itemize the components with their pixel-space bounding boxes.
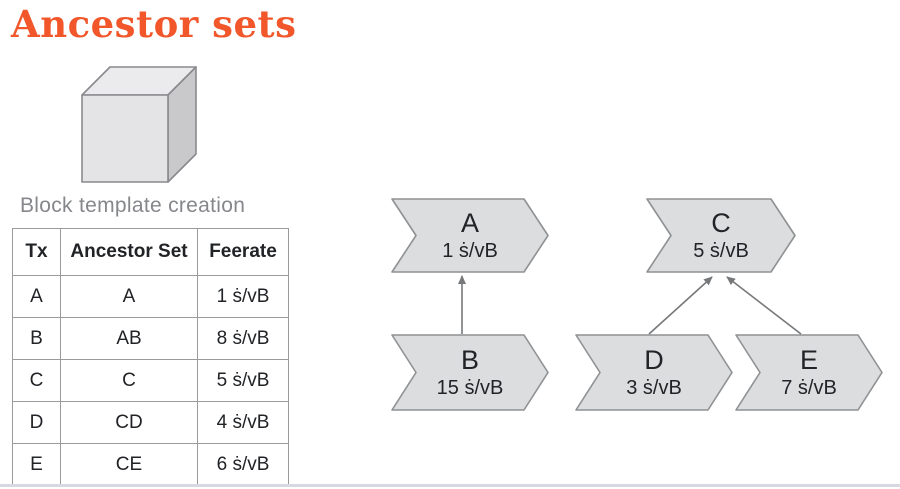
table-cell: CD <box>60 401 198 444</box>
table-row: C C 5 ṡ/vB <box>12 359 289 402</box>
ancestor-table: Tx Ancestor Set Feerate A A 1 ṡ/vB B AB … <box>12 228 289 486</box>
table-cell: AB <box>60 317 198 360</box>
tx-node-a-shape <box>391 198 549 273</box>
table-header-cell: Ancestor Set <box>60 228 198 276</box>
table-cell: C <box>12 359 61 402</box>
table-header-cell: Feerate <box>197 228 289 276</box>
table-cell: 5 ṡ/vB <box>197 359 289 402</box>
table-cell: E <box>12 443 61 486</box>
table-header-cell: Tx <box>12 228 61 276</box>
cube-front-face <box>81 94 169 183</box>
table-header-row: Tx Ancestor Set Feerate <box>12 228 289 276</box>
table-cell: C <box>60 359 198 402</box>
slide-title: Ancestor sets <box>11 2 297 46</box>
table-row: E CE 6 ṡ/vB <box>12 443 289 486</box>
table-row: A A 1 ṡ/vB <box>12 275 289 318</box>
table-row: B AB 8 ṡ/vB <box>12 317 289 360</box>
tx-node-c-shape <box>646 198 796 273</box>
table-cell: CE <box>60 443 198 486</box>
block-cube-icon <box>81 66 197 183</box>
table-cell: 1 ṡ/vB <box>197 275 289 318</box>
edge-e-to-c <box>726 276 802 335</box>
table-cell: 8 ṡ/vB <box>197 317 289 360</box>
table-cell: 6 ṡ/vB <box>197 443 289 486</box>
table-cell: 4 ṡ/vB <box>197 401 289 444</box>
bottom-divider <box>0 484 900 487</box>
table-cell: A <box>60 275 198 318</box>
table-row: D CD 4 ṡ/vB <box>12 401 289 444</box>
edge-d-to-c <box>648 276 713 335</box>
tx-node-d-shape <box>575 334 733 411</box>
table-cell: B <box>12 317 61 360</box>
table-cell: D <box>12 401 61 444</box>
block-template-caption: Block template creation <box>20 194 246 217</box>
table-cell: A <box>12 275 61 318</box>
tx-node-b-shape <box>391 334 549 411</box>
tx-node-e-shape <box>735 334 883 411</box>
